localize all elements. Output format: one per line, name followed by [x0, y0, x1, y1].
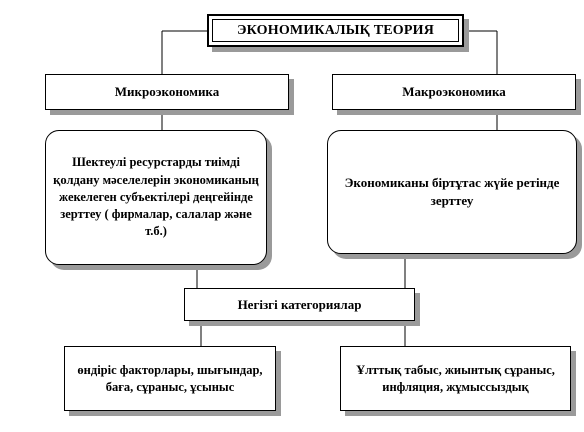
- micro-label: Микроэкономика: [114, 84, 220, 99]
- macro-box: Макроэкономика: [332, 74, 576, 110]
- title-text: ЭКОНОМИКАЛЫҚ ТЕОРИЯ: [236, 22, 435, 38]
- title-box: ЭКОНОМИКАЛЫҚ ТЕОРИЯ: [207, 14, 464, 47]
- micro-description-box: Шектеулі ресурстарды тиімді қолдану мәсе…: [45, 130, 267, 265]
- macro-categories-text: Ұлттық табыс, жиынтық сұраныс, инфляция,…: [356, 362, 555, 394]
- macro-description: Экономиканы біртұтас жүйе ретінде зертте…: [344, 174, 560, 208]
- micro-description: Шектеулі ресурстарды тиімді қолдану мәсе…: [53, 155, 259, 239]
- macro-description-box: Экономиканы біртұтас жүйе ретінде зертте…: [327, 130, 577, 254]
- micro-box: Микроэкономика: [45, 74, 289, 110]
- categories-box: Негізгі категориялар: [184, 288, 415, 321]
- title-inner: ЭКОНОМИКАЛЫҚ ТЕОРИЯ: [212, 19, 459, 42]
- micro-categories-text: өндіріс факторлары, шығындар, баға, сұра…: [77, 362, 263, 394]
- macro-categories-box: Ұлттық табыс, жиынтық сұраныс, инфляция,…: [340, 346, 571, 411]
- macro-label: Макроэкономика: [402, 84, 506, 99]
- micro-categories-box: өндіріс факторлары, шығындар, баға, сұра…: [64, 346, 276, 411]
- categories-label: Негізгі категориялар: [237, 296, 362, 312]
